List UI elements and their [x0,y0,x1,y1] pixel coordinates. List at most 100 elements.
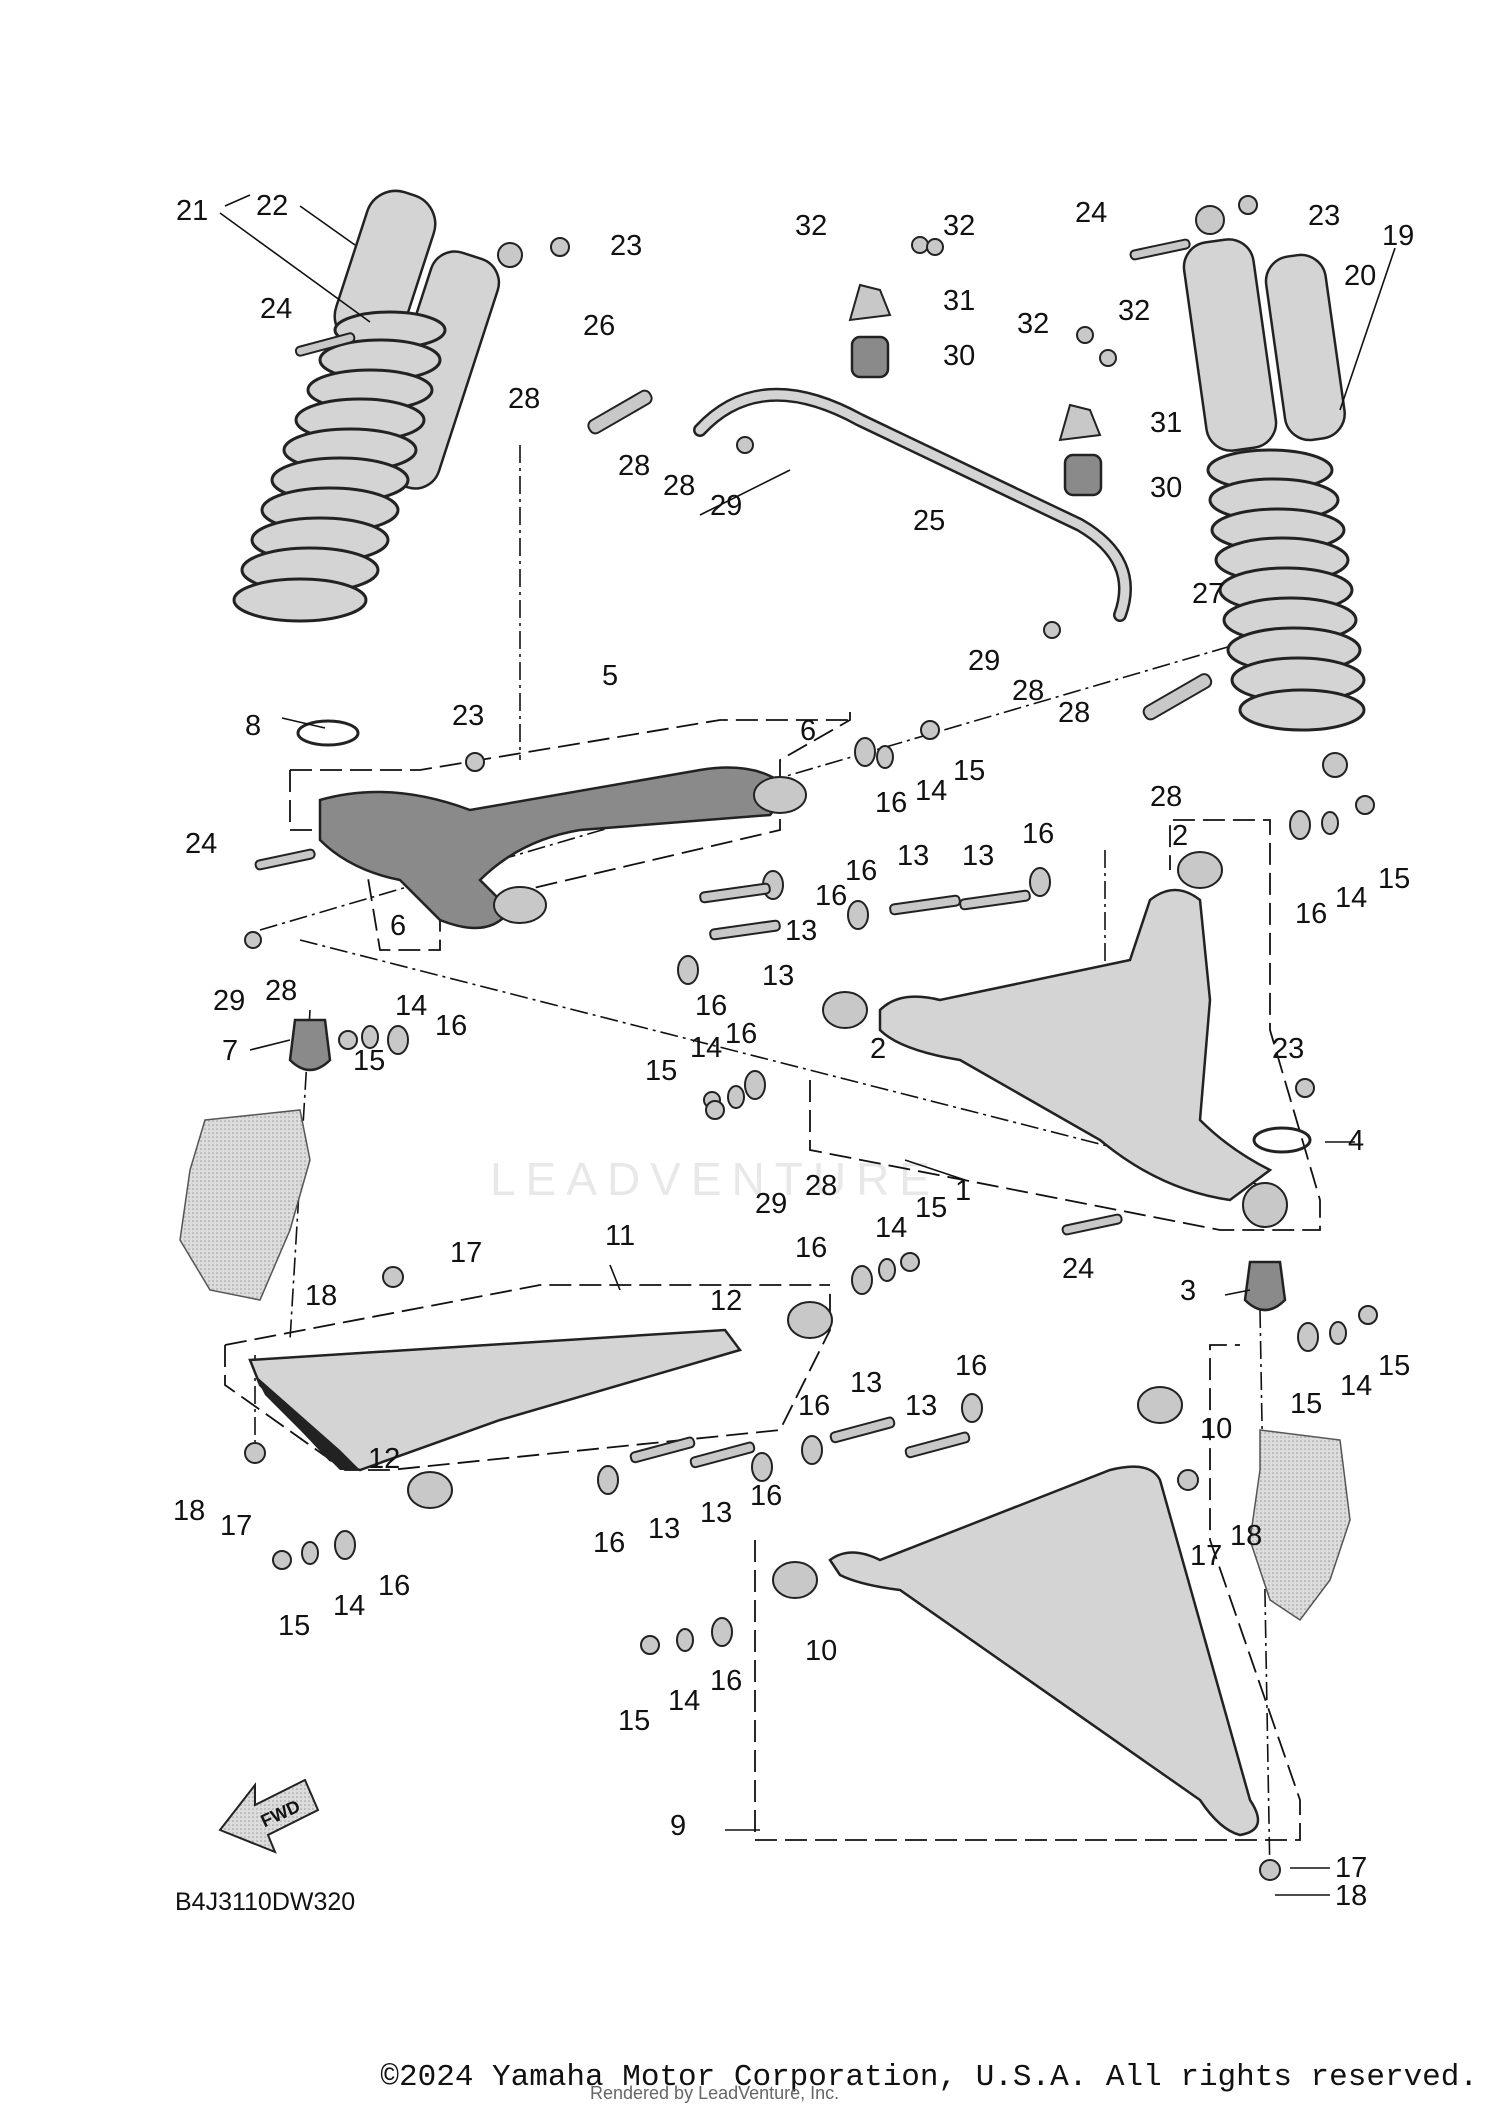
callout-28: 28 [508,383,540,415]
callout-13: 13 [648,1513,680,1545]
left-knuckle [179,1109,311,1301]
callout-30: 30 [943,340,975,372]
watermark: LEADVENTURE [490,1153,940,1205]
callout-16: 16 [795,1232,827,1264]
callout-13: 13 [850,1367,882,1399]
callout-1: 1 [955,1175,971,1207]
circlip [296,719,360,747]
leader-lines [219,194,1396,1896]
callout-18: 18 [305,1280,337,1312]
callout-16: 16 [798,1390,830,1422]
callout-13: 13 [785,915,817,947]
callout-29: 29 [968,645,1000,677]
callout-28: 28 [265,975,297,1007]
callout-14: 14 [1335,882,1367,914]
callout-9: 9 [670,1810,686,1842]
bushing-holder [848,283,892,322]
group-outline-11b [224,1284,830,1346]
a-arm-bushing [787,1301,833,1339]
callout-30: 30 [1150,472,1182,504]
callout-2: 2 [1172,820,1188,852]
callout-14: 14 [668,1685,700,1717]
callout-6: 6 [800,715,816,747]
callout-15: 15 [1290,1388,1322,1420]
lower-arm-bushing [1177,851,1223,889]
callout-28: 28 [1150,781,1182,813]
callout-4: 4 [1348,1125,1364,1157]
callout-14: 14 [875,1212,907,1244]
callout-16: 16 [593,1527,625,1559]
callout-32: 32 [1017,308,1049,340]
callout-19: 19 [1382,220,1414,252]
callouts: 21 22 23 24 32 32 31 30 26 28 28 28 29 2… [173,190,1414,1912]
callout-10: 10 [805,1635,837,1667]
callout-24: 24 [185,828,217,860]
callout-16: 16 [725,1018,757,1050]
callout-15: 15 [645,1055,677,1087]
stabilizer-bar-fill [695,390,1130,620]
callout-16: 16 [750,1480,782,1512]
callout-28: 28 [618,450,650,482]
callout-23: 23 [1272,1033,1304,1065]
upper-arm-bushing [493,886,547,924]
callout-6: 6 [390,910,406,942]
callout-18: 18 [1230,1520,1262,1552]
callout-16: 16 [845,855,877,887]
callout-29: 29 [213,985,245,1017]
diagram-code: B4J3110DW320 [175,1888,355,1916]
callout-16: 16 [1295,898,1327,930]
group-outline-11 [224,1290,831,1471]
axis-line [259,619,1321,931]
callout-28: 28 [663,470,695,502]
callout-32: 32 [1118,295,1150,327]
callout-31: 31 [1150,407,1182,439]
callout-29: 29 [710,490,742,522]
right-shock-absorber [1182,205,1366,778]
callout-15: 15 [278,1610,310,1642]
group-outline-9 [754,1344,1301,1841]
callout-10: 10 [1200,1413,1232,1445]
callout-5: 5 [602,660,618,692]
stabilizer-bushing [1063,453,1103,497]
stabilizer-bushing [850,335,890,379]
callout-20: 20 [1344,260,1376,292]
lower-arm-bushing [822,991,868,1029]
callout-15: 15 [1378,1350,1410,1382]
callout-14: 14 [395,990,427,1022]
callout-23: 23 [452,700,484,732]
callout-23: 23 [1308,200,1340,232]
group-outline-5b [290,719,850,771]
callout-28: 28 [1058,697,1090,729]
circlip [1252,1126,1312,1154]
callout-8: 8 [245,710,261,742]
axis-line [1259,1309,1271,1881]
upper-arm [318,766,792,930]
callout-17: 17 [1190,1540,1222,1572]
callout-25: 25 [913,505,945,537]
callout-13: 13 [762,960,794,992]
callout-18: 18 [1335,1880,1367,1912]
callout-15: 15 [618,1705,650,1737]
lower-arm-ball-joint-seat [1242,1182,1288,1228]
callout-32: 32 [943,210,975,242]
callout-28: 28 [805,1170,837,1202]
upper-a-arm-shadow [255,1375,360,1470]
callout-16: 16 [875,787,907,819]
copyright-notice: ©2024 Yamaha Motor Corporation, U.S.A. A… [380,2060,1478,2095]
callout-29: 29 [755,1188,787,1220]
right-knuckle [1249,1429,1351,1622]
ball-joint [288,1018,332,1072]
lower-arm [878,888,1273,1202]
callout-15: 15 [953,755,985,787]
callout-12: 12 [710,1285,742,1317]
callout-14: 14 [690,1032,722,1064]
callout-24: 24 [260,293,292,325]
bushing-holder [1058,403,1102,442]
callout-16: 16 [435,1010,467,1042]
left-shock-absorber [232,189,523,623]
stabilizer-link [587,389,653,435]
callout-17: 17 [450,1237,482,1269]
callout-16: 16 [695,990,727,1022]
callout-14: 14 [915,775,947,807]
